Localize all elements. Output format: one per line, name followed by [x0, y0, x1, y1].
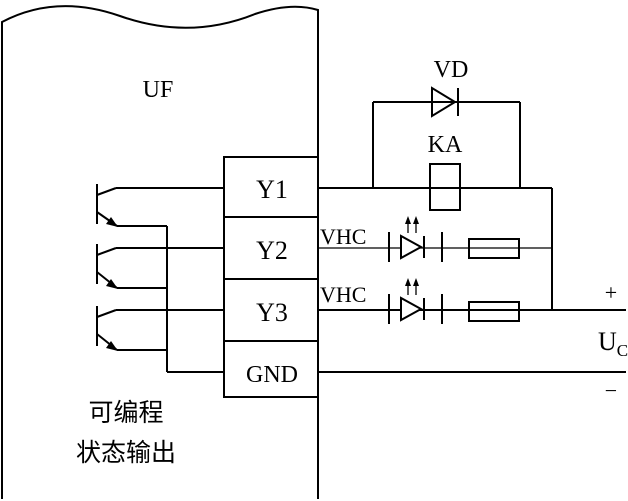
uf-module-label: UF [143, 77, 174, 103]
optocoupler-2-label: VHC [320, 282, 366, 307]
resistor-1 [468, 238, 520, 259]
terminal-y2-label: Y2 [256, 236, 288, 265]
optocoupler-1-label: VHC [320, 224, 366, 249]
relay-ka-label: KA [428, 132, 463, 158]
emitter-bus [166, 226, 224, 373]
supply-voltage-sub: C [617, 341, 628, 360]
terminal-y3-label: Y3 [256, 298, 288, 327]
supply-minus-sign: − [605, 378, 617, 403]
supply-voltage-main: U [598, 327, 617, 356]
relay-ka [372, 101, 521, 211]
uf-module-outline [1, 5, 319, 499]
transistor-2 [96, 244, 224, 289]
transistor-3 [96, 306, 224, 351]
terminal-block: Y1 Y2 Y3 GND [223, 156, 319, 398]
diode-vd-label: VD [434, 57, 469, 83]
terminal-y1-label: Y1 [256, 175, 288, 204]
optocoupler-2 [388, 278, 443, 324]
diode-vd [431, 86, 459, 118]
resistor-2 [468, 301, 520, 322]
terminal-gnd-label: GND [246, 362, 298, 388]
uf-caption-line1: 可编程 [88, 398, 163, 427]
supply-voltage-label: UC [598, 327, 628, 360]
supply-plus-sign: + [605, 280, 617, 305]
optocoupler-1 [388, 216, 443, 262]
transistor-1 [96, 184, 224, 227]
uf-caption-line2: 状态输出 [76, 438, 176, 467]
